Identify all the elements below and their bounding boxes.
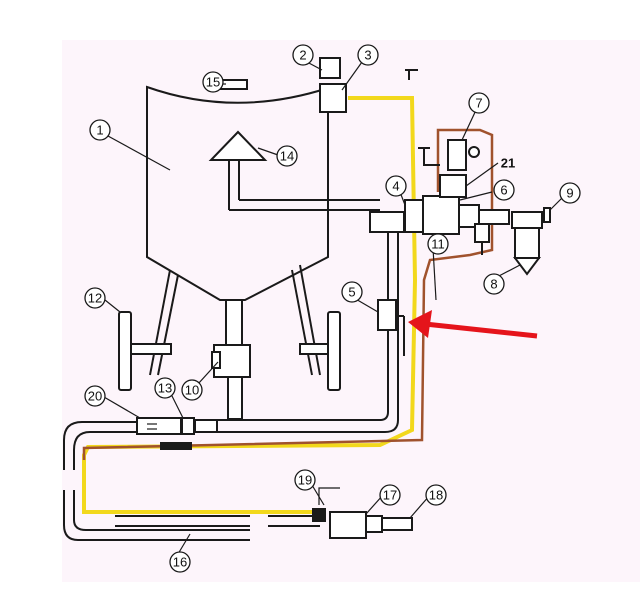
diagram-background [62, 40, 640, 582]
callout-number: 9 [566, 186, 573, 201]
deadman-and-nozzle [312, 487, 413, 539]
callout-number: 14 [280, 149, 294, 164]
callout-bubble [357, 44, 379, 66]
callout-number: 18 [429, 488, 443, 503]
callout-15: 15 [202, 71, 224, 93]
callout-number: 15 [206, 75, 220, 90]
red-arrow [408, 310, 538, 339]
callout-bubble [559, 182, 581, 204]
metering-valve [211, 299, 251, 420]
callout-7: 7 [468, 92, 490, 114]
callout-number: 17 [383, 488, 397, 503]
callout-number: 2 [299, 48, 306, 63]
pressure-vessel [146, 79, 380, 376]
callout-number: 1 [96, 123, 103, 138]
callout-number: 6 [500, 183, 507, 198]
callout-number: 20 [88, 389, 102, 404]
callout-bubble [483, 273, 505, 295]
callout-bubble [202, 71, 224, 93]
callout-16: 16 [169, 551, 191, 573]
air-hose-yellow [82, 96, 418, 514]
callout-5: 5 [341, 281, 363, 303]
callout-bubble [468, 92, 490, 114]
callout-number: 7 [475, 96, 482, 111]
callout-bubble [181, 379, 203, 401]
callout-21: 21 [501, 156, 515, 171]
callout-bubble [385, 175, 407, 197]
air-inlet-assembly [319, 57, 551, 276]
callout-bubble [84, 385, 106, 407]
callout-bubble [294, 469, 316, 491]
callout-bubble [425, 484, 447, 506]
callout-bubble [427, 233, 449, 255]
callout-number: 5 [348, 285, 355, 300]
callout-number: 13 [158, 381, 172, 396]
control-hose-brown [82, 128, 494, 460]
callout-number: 8 [490, 277, 497, 292]
callout-bubble [169, 551, 191, 573]
hose-coupling [136, 417, 218, 435]
callout-number: 11 [431, 237, 445, 252]
callout-2: 2 [292, 44, 314, 66]
callout-bubble [276, 145, 298, 167]
callout-6: 6 [493, 179, 515, 201]
callout-13: 13 [154, 377, 176, 399]
callout-bubble [84, 287, 106, 309]
callout-3: 3 [357, 44, 379, 66]
callout-bubble [493, 179, 515, 201]
blast-hose [63, 421, 320, 541]
callout-number: 4 [392, 179, 399, 194]
callout-number: 3 [364, 48, 371, 63]
callout-bubble [292, 44, 314, 66]
callout-number: 16 [173, 555, 187, 570]
callout-8: 8 [483, 273, 505, 295]
callout-10: 10 [181, 379, 203, 401]
callout-18: 18 [425, 484, 447, 506]
wheel-left [118, 311, 172, 391]
callout-bubble [379, 484, 401, 506]
blast-line-pipe [215, 211, 405, 433]
callout-bubble [341, 281, 363, 303]
callout-1: 1 [89, 119, 111, 141]
wheel-right [299, 311, 341, 391]
callout-number: 12 [88, 291, 102, 306]
callout-bubble [154, 377, 176, 399]
callout-17: 17 [379, 484, 401, 506]
callout-bubble [89, 119, 111, 141]
callout-4: 4 [385, 175, 407, 197]
callout-20: 20 [84, 385, 106, 407]
callout-9: 9 [559, 182, 581, 204]
callout-11: 11 [427, 233, 449, 255]
callout-number: 10 [185, 383, 199, 398]
callout-number: 19 [298, 473, 312, 488]
callout-number: 21 [501, 156, 515, 171]
callout-14: 14 [276, 145, 298, 167]
callout-12: 12 [84, 287, 106, 309]
callout-19: 19 [294, 469, 316, 491]
